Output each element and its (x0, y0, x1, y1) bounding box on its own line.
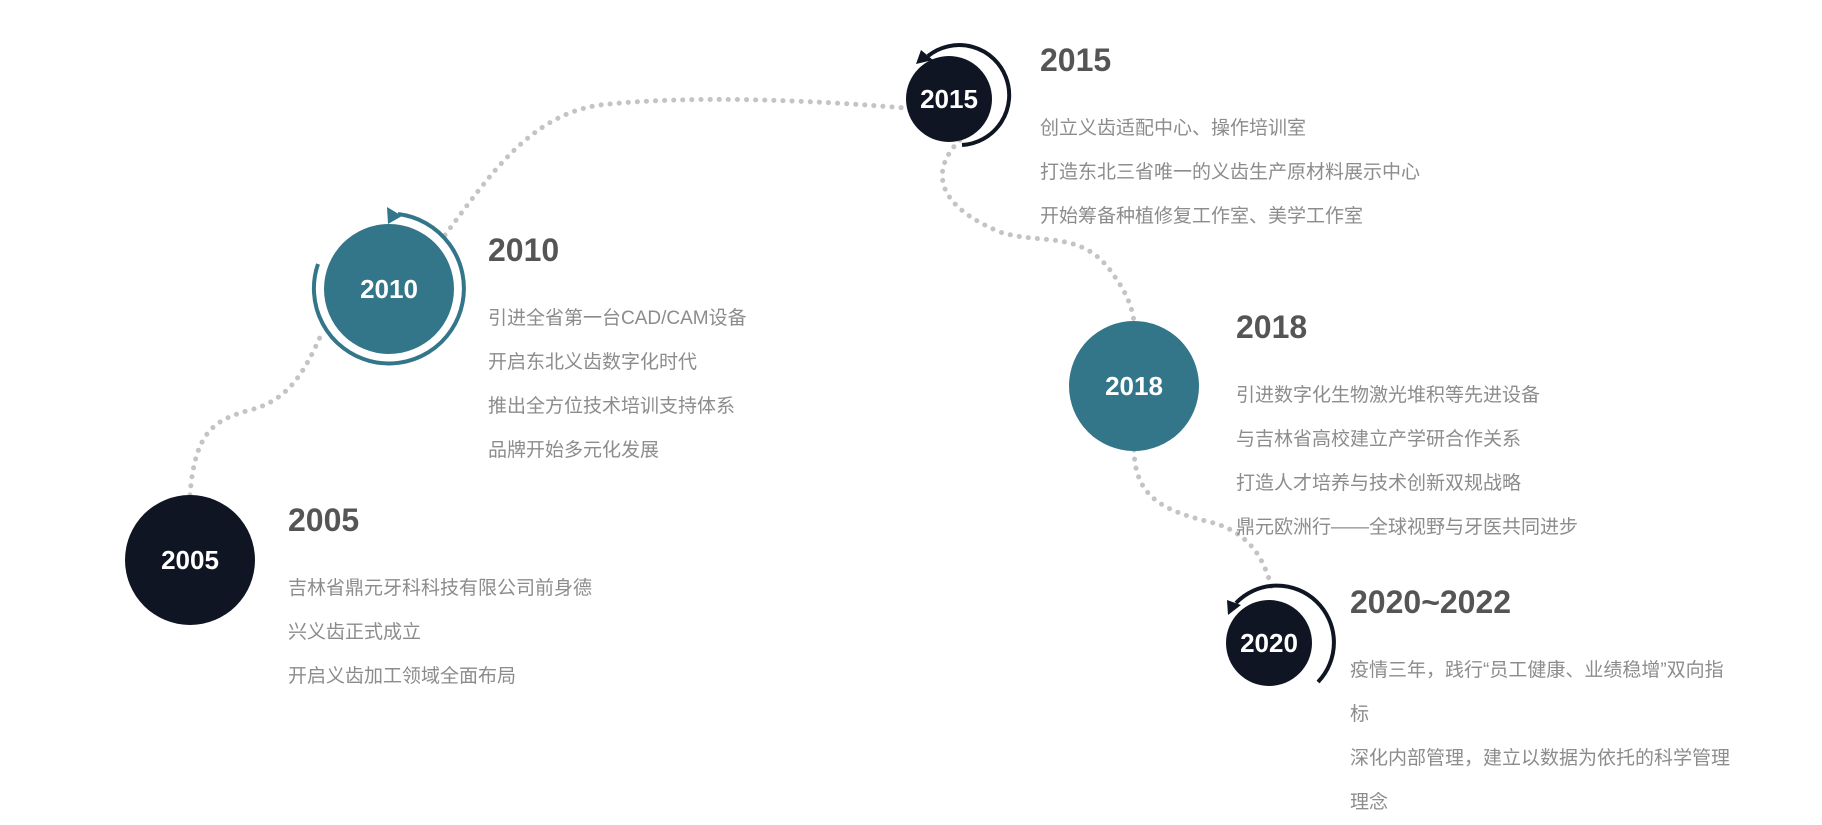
milestone-2010-circle-label: 2010 (360, 274, 418, 304)
milestone-2018-node: 2018 (1069, 321, 1199, 451)
milestone-2005-heading: 2005 (288, 502, 360, 538)
milestone-2018-line: 打造人才培养与技术创新双规战略 (1236, 473, 1522, 494)
milestone-2005-circle-label: 2005 (161, 545, 219, 575)
milestone-2020-node: 2020 (1226, 583, 1336, 686)
milestone-2020-text: 2020~2022 疫情三年，践行“员工健康、业绩稳增”双向指标 深化内部管理，… (1350, 586, 1740, 825)
milestone-2010-progress-arc (311, 212, 466, 366)
milestone-2005-line: 兴义齿正式成立 (288, 622, 422, 643)
milestone-2015-progress-arc (926, 43, 1012, 147)
path-2005-2010 (187, 330, 325, 498)
milestone-2015-circle-label: 2015 (920, 84, 978, 114)
milestone-2020-line: 疫情三年，践行“员工健康、业绩稳增”双向指标 (1350, 660, 1724, 725)
path-2015-2018 (939, 137, 1137, 325)
milestone-2015-circle (906, 56, 992, 142)
milestone-2020-line: 深化内部管理，建立以数据为依托的科学管理理念 (1350, 748, 1731, 813)
milestone-2005-circle (125, 495, 255, 625)
milestone-2005-node: 2005 (125, 495, 255, 625)
milestone-2018-circle-label: 2018 (1105, 371, 1163, 401)
milestone-2015-heading: 2015 (1040, 42, 1112, 78)
arrow-head-icon (1227, 600, 1241, 615)
timeline-diagram: 2005 2010 2015 2018 2020 (125, 43, 1336, 686)
milestone-2018-heading: 2018 (1236, 309, 1308, 345)
milestone-2015-line: 打造东北三省唯一的义齿生产原材料展示中心 (1040, 162, 1421, 183)
milestone-2015-line: 创立义齿适配中心、操作培训室 (1040, 118, 1307, 139)
milestone-2010-line: 品牌开始多元化发展 (488, 440, 660, 461)
path-2010-2015 (442, 96, 908, 238)
milestone-2020-circle-label: 2020 (1240, 628, 1298, 658)
milestone-2020-progress-arc (1234, 583, 1336, 684)
milestone-2010-text: 2010 引进全省第一台CAD/CAM设备 开启东北义齿数字化时代 推出全方位技… (488, 234, 828, 473)
milestone-2015-node: 2015 (906, 43, 1012, 147)
milestone-2005-text: 2005 吉林省鼎元牙科科技有限公司前身德 兴义齿正式成立 开启义齿加工领域全面… (288, 504, 618, 699)
milestone-2005-line: 吉林省鼎元牙科科技有限公司前身德 (288, 578, 593, 599)
milestone-2005-line: 开启义齿加工领域全面布局 (288, 666, 517, 687)
milestone-2018-line: 鼎元欧洲行——全球视野与牙医共同进步 (1236, 517, 1579, 538)
milestone-2018-circle (1069, 321, 1199, 451)
arrow-head-icon (916, 50, 933, 64)
milestone-2010-heading: 2010 (488, 232, 560, 268)
milestone-2015-line: 开始筹备种植修复工作室、美学工作室 (1040, 206, 1364, 227)
milestone-2010-line: 推出全方位技术培训支持体系 (488, 396, 736, 417)
milestone-2018-line: 引进数字化生物激光堆积等先进设备 (1236, 385, 1541, 406)
path-2018-2020 (1131, 447, 1275, 593)
milestone-2010-line: 开启东北义齿数字化时代 (488, 352, 698, 373)
milestone-2015-text: 2015 创立义齿适配中心、操作培训室 打造东北三省唯一的义齿生产原材料展示中心… (1040, 44, 1460, 239)
arrow-head-icon (387, 207, 402, 224)
milestone-2018-text: 2018 引进数字化生物激光堆积等先进设备 与吉林省高校建立产学研合作关系 打造… (1236, 311, 1616, 550)
milestone-2020-heading: 2020~2022 (1350, 584, 1512, 620)
milestone-2020-circle (1226, 600, 1312, 686)
milestone-2010-line: 引进全省第一台CAD/CAM设备 (488, 308, 747, 329)
milestone-2010-circle (324, 224, 454, 354)
milestone-2018-line: 与吉林省高校建立产学研合作关系 (1236, 429, 1522, 450)
milestone-2010-node: 2010 (311, 207, 466, 366)
